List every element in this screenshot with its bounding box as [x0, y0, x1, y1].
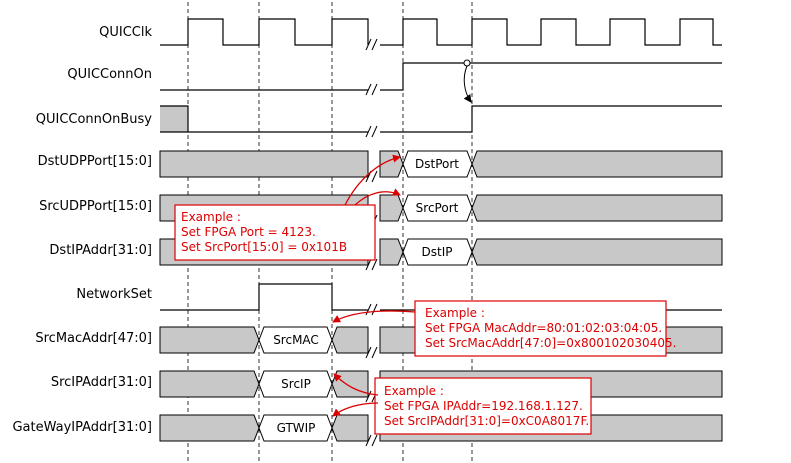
bus-value-srcport: SrcPort: [416, 201, 459, 215]
signal-names: QUICClk QUICConnOn QUICConnOnBusy DstUDP…: [12, 25, 152, 435]
break-mark: [365, 258, 378, 271]
break-mark: [365, 346, 378, 359]
note-line: Set SrcPort[15:0] = 0x101B: [181, 240, 347, 254]
bus-segment: [379, 194, 404, 222]
bus-segment: [331, 326, 369, 354]
quicconnonbusy-wave: [160, 105, 722, 133]
note-title: Example :: [384, 384, 444, 398]
port-note-arrow-dstport: [344, 154, 401, 206]
signal-name-quicclk: QUICClk: [99, 25, 152, 40]
signal-name-networkset: NetworkSet: [76, 287, 152, 302]
signal-name-srcipaddr: SrcIPAddr[31:0]: [51, 375, 152, 390]
quicclk-wave: [160, 18, 722, 46]
ip-note-arrow-gtwip: [332, 402, 379, 417]
port-note-arrow-srcport: [354, 188, 401, 206]
mac-note-arrow: [332, 310, 416, 323]
bus-segment: [471, 194, 723, 222]
bus-segment: [159, 326, 260, 354]
bus-value-dstip: DstIP: [422, 245, 453, 259]
quicconnonbusy-unknown: [160, 106, 188, 132]
signal-name-dstudpport: DstUDPPort[15:0]: [38, 154, 152, 169]
bus-segment: [159, 414, 260, 442]
note-line: Set SrcMacAddr[47:0]=0x800102030405.: [425, 336, 676, 350]
signal-name-gatewayipaddr: GateWayIPAddr[31:0]: [12, 420, 152, 435]
ip-example-note: Example : Set FPGA IPAddr=192.168.1.127.…: [374, 377, 592, 435]
break-mark: [365, 434, 378, 447]
note-line: Set FPGA MacAddr=80:01:02:03:04:05.: [425, 321, 662, 335]
bus-segment: [331, 414, 369, 442]
bus-segment: [159, 370, 260, 398]
break-mark: [365, 38, 378, 51]
break-mark: [365, 125, 378, 138]
signal-name-quicconnonbusy: QUICConnOnBusy: [36, 112, 153, 127]
note-line: Set SrcIPAddr[31:0]=0xC0A8017F.: [384, 414, 589, 428]
bus-value-srcmac: SrcMAC: [273, 333, 319, 347]
quicconnon-wave: [160, 62, 722, 91]
bus-segment: [331, 370, 369, 398]
ip-note-arrow-srcip: [333, 373, 379, 396]
dstudpport-bus: DstPort: [159, 150, 723, 178]
signal-name-dstipaddr: DstIPAddr[31:0]: [49, 243, 152, 258]
signal-name-srcudpport: SrcUDPPort[15:0]: [39, 199, 152, 214]
note-line: Set FPGA IPAddr=192.168.1.127.: [384, 399, 583, 413]
note-box: [374, 377, 592, 435]
note-title: Example :: [425, 306, 485, 320]
note-box: [414, 300, 667, 357]
bus-segment: [159, 150, 369, 178]
note-title: Example :: [181, 210, 241, 224]
connon-to-busy-arrow: [463, 59, 472, 103]
note-line: Set FPGA Port = 4123.: [181, 225, 316, 239]
bus-segment: [471, 150, 723, 178]
signal-name-quicconnon: QUICConnOn: [67, 67, 152, 82]
time-break-markers: [365, 38, 378, 447]
bus-segment: [379, 238, 404, 266]
break-mark: [365, 303, 378, 316]
bus-segment: [471, 238, 723, 266]
bus-value-gtwip: GTWIP: [277, 421, 316, 435]
port-example-note: Example : Set FPGA Port = 4123. Set SrcP…: [174, 204, 376, 261]
note-box: [174, 204, 376, 261]
bus-value-srcip: SrcIP: [281, 377, 311, 391]
bus-value-dstport: DstPort: [415, 157, 459, 171]
break-mark: [365, 83, 378, 96]
signal-name-srcmacaddr: SrcMacAddr[47:0]: [35, 331, 152, 346]
causality-arrow: [463, 65, 472, 103]
mac-example-note: Example : Set FPGA MacAddr=80:01:02:03:0…: [414, 300, 676, 357]
arrow-origin-dot: [463, 59, 471, 67]
